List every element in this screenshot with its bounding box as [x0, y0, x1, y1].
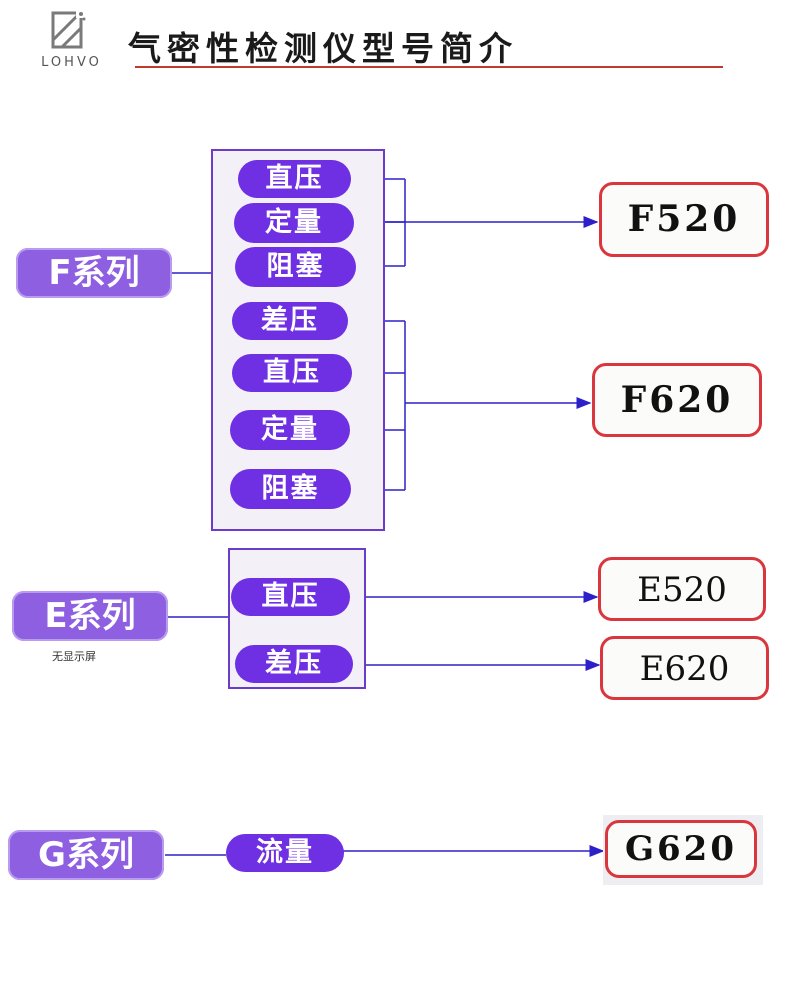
f-feature-differential-pressure[interactable]: 差压	[232, 302, 348, 340]
f-feature-blockage-2[interactable]: 阻塞	[230, 469, 351, 509]
model-e620[interactable]: E620	[600, 636, 769, 700]
f-feature-direct-pressure-2[interactable]: 直压	[232, 354, 352, 392]
f-feature-quantitative[interactable]: 定量	[234, 203, 354, 243]
title-underline	[135, 66, 723, 68]
lohvo-logo-icon	[50, 10, 88, 50]
e-series-label[interactable]: E系列	[12, 591, 168, 641]
e-feature-direct-pressure[interactable]: 直压	[231, 578, 350, 616]
g-feature-flow[interactable]: 流量	[226, 834, 344, 872]
page-title: 气密性检测仪型号简介	[128, 29, 518, 68]
model-e520[interactable]: E520	[598, 557, 766, 621]
f-feature-direct-pressure[interactable]: 直压	[238, 160, 351, 198]
e-series-note: 无显示屏	[52, 650, 96, 663]
f-feature-blockage[interactable]: 阻塞	[235, 247, 356, 287]
f-feature-quantitative-2[interactable]: 定量	[230, 410, 350, 450]
e-feature-differential-pressure[interactable]: 差压	[235, 645, 353, 683]
f-series-label[interactable]: F系列	[16, 248, 172, 298]
g-series-label[interactable]: G系列	[8, 830, 164, 880]
model-g620[interactable]: G620	[605, 820, 757, 878]
model-f620[interactable]: F620	[592, 363, 762, 437]
logo-text: LOHVO	[41, 55, 102, 70]
model-f520[interactable]: F520	[599, 182, 769, 257]
